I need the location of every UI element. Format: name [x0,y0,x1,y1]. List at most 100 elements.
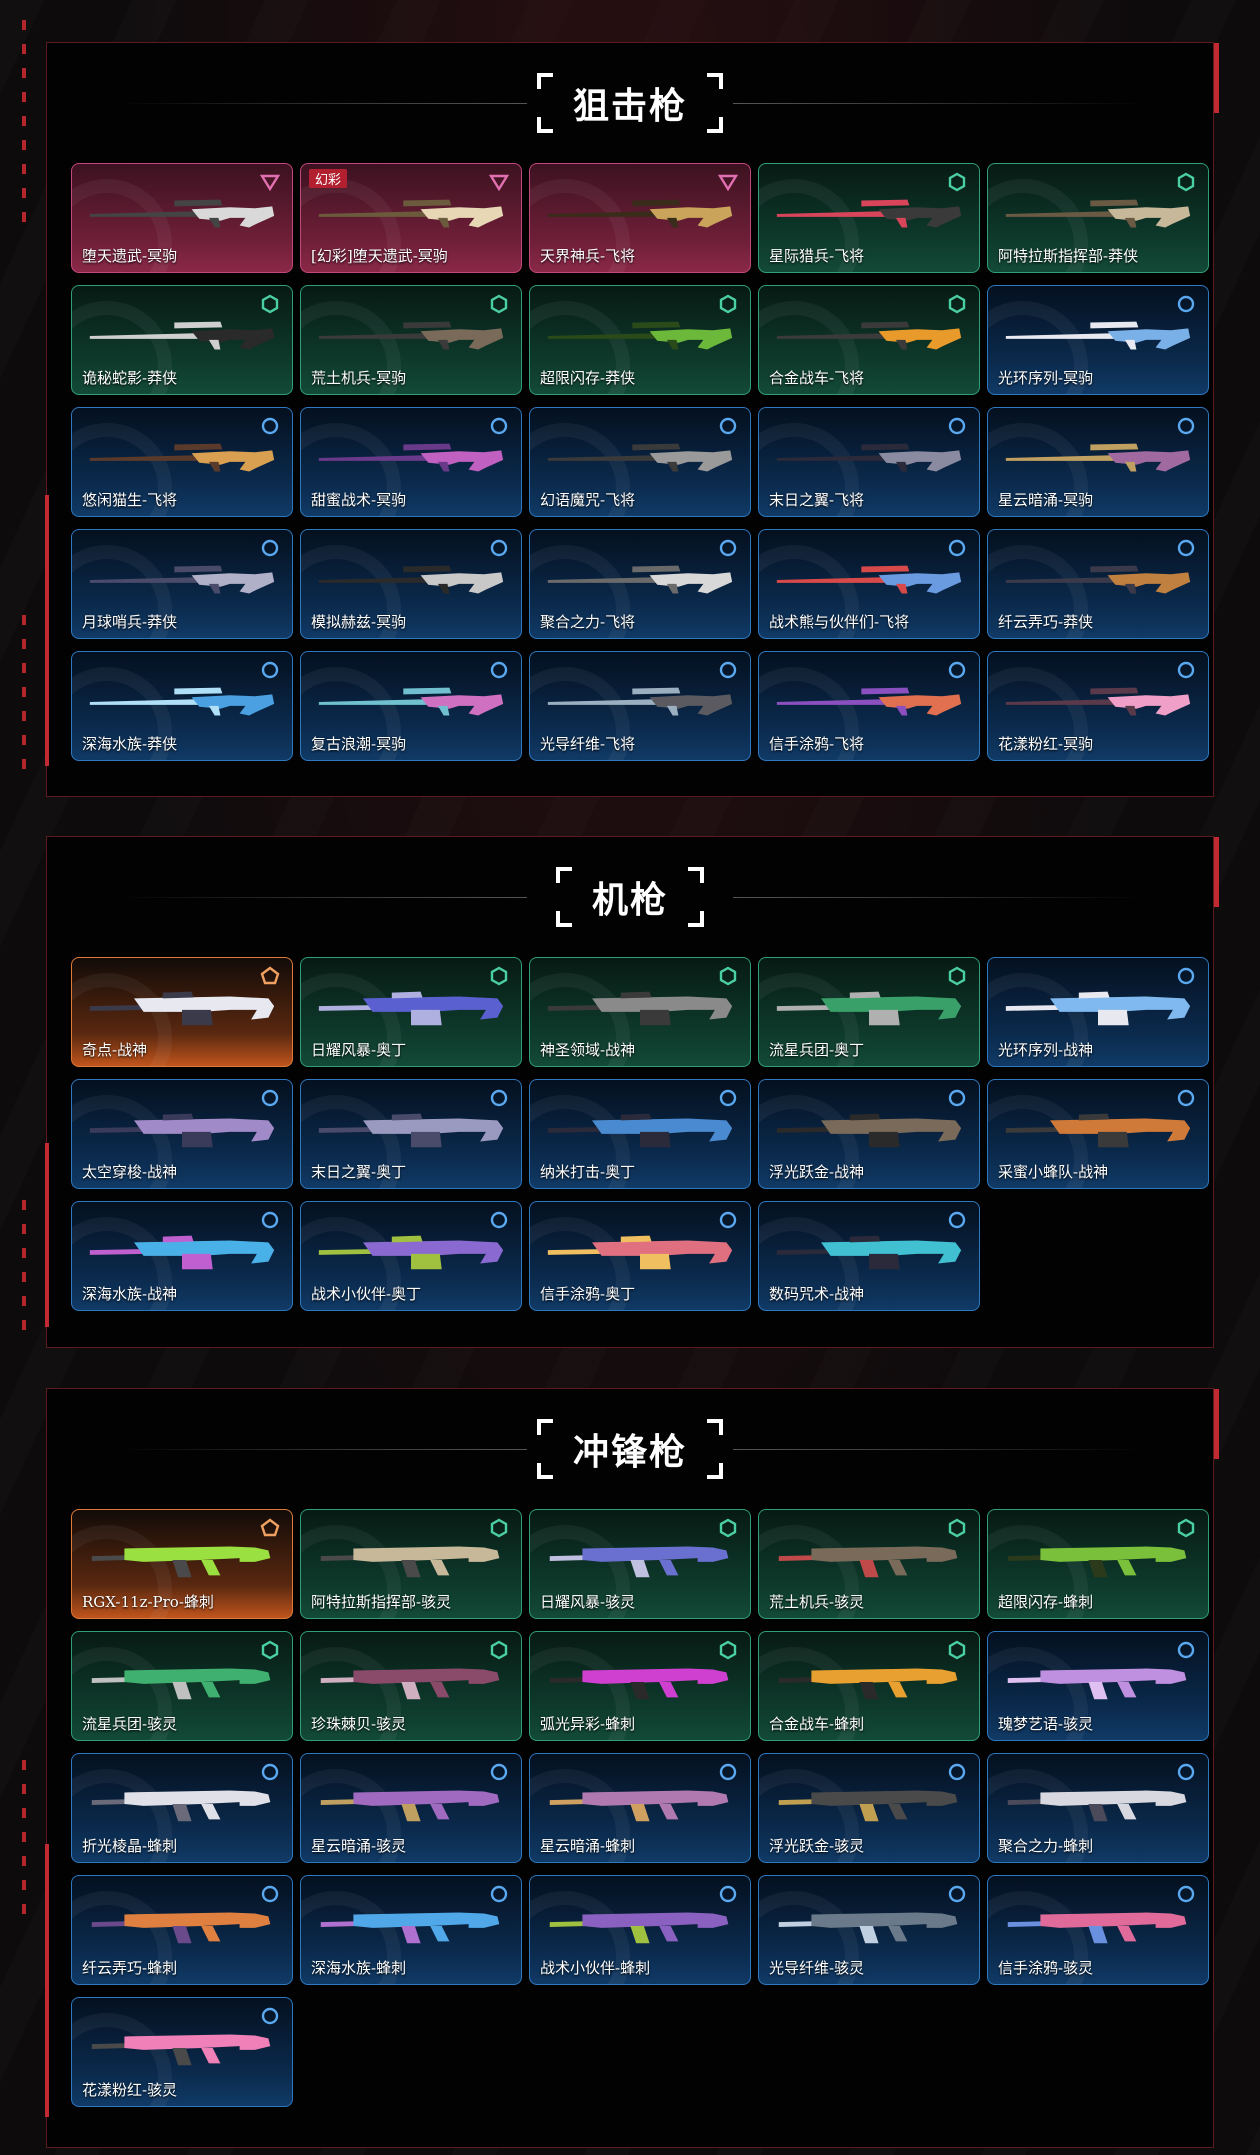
skin-card[interactable]: 星云暗涌-冥驹 [987,407,1209,517]
skin-name: 弧光异彩-蜂刺 [540,1715,636,1733]
weapon-image [544,194,736,234]
circle-icon [260,1762,280,1782]
skin-card[interactable]: 天界神兵-飞将 [529,163,751,273]
skin-card[interactable]: 光导纤维-飞将 [529,651,751,761]
weapon-image [773,194,965,234]
weapon-image [544,1540,736,1580]
skin-name: 信手涂鸦-飞将 [769,735,865,753]
skin-card[interactable]: 末日之翼-飞将 [758,407,980,517]
skin-card[interactable]: RGX-11z-Pro-蜂刺 [71,1509,293,1619]
circle-icon [947,1210,967,1230]
weapon-image [86,316,278,356]
skin-card[interactable]: 幻语魔咒-飞将 [529,407,751,517]
skin-card[interactable]: 幻彩[幻彩]堕天遗武-冥驹 [300,163,522,273]
skin-card[interactable]: 光导纤维-骇灵 [758,1875,980,1985]
skin-card[interactable]: 纳米打击-奥丁 [529,1079,751,1189]
skin-card[interactable]: 流星兵团-骇灵 [71,1631,293,1741]
weapon-image [1002,1662,1194,1702]
skin-card[interactable]: 深海水族-战神 [71,1201,293,1311]
skin-name: 信手涂鸦-骇灵 [998,1959,1094,1977]
weapon-image [315,1784,507,1824]
weapon-image [773,438,965,478]
skin-name: 甜蜜战术-冥驹 [311,491,407,509]
skin-card[interactable]: 超限闪存-莽侠 [529,285,751,395]
section-sniper: 狙击枪 堕天遗武-冥驹幻彩[幻彩]堕天遗武-冥驹天界神兵-飞将星际猎兵-飞将阿特… [45,42,1219,797]
skin-name: 光环序列-冥驹 [998,369,1094,387]
weapon-image [86,1784,278,1824]
skin-card[interactable]: 合金战车-飞将 [758,285,980,395]
skin-card[interactable]: 战术小伙伴-奥丁 [300,1201,522,1311]
skin-card[interactable]: 太空穿梭-战神 [71,1079,293,1189]
skin-card[interactable]: 月球哨兵-莽侠 [71,529,293,639]
title-frame: 狙击枪 [536,73,723,133]
skin-card[interactable]: 荒土机兵-冥驹 [300,285,522,395]
skin-card[interactable]: 阿特拉斯指挥部-骇灵 [300,1509,522,1619]
skin-card[interactable]: 战术小伙伴-蜂刺 [529,1875,751,1985]
skin-card[interactable]: 诡秘蛇影-莽侠 [71,285,293,395]
skin-card[interactable]: 聚合之力-飞将 [529,529,751,639]
skin-card[interactable]: 花漾粉红-骇灵 [71,1997,293,2107]
skin-card[interactable]: 花漾粉红-冥驹 [987,651,1209,761]
skin-name: 纤云弄巧-蜂刺 [82,1959,178,1977]
circle-icon [489,660,509,680]
skin-card[interactable]: 星云暗涌-蜂刺 [529,1753,751,1863]
skin-card[interactable]: 浮光跃金-战神 [758,1079,980,1189]
circle-icon [489,1762,509,1782]
skin-card[interactable]: 深海水族-莽侠 [71,651,293,761]
skin-name: 流星兵团-奥丁 [769,1041,865,1059]
skin-card[interactable]: 聚合之力-蜂刺 [987,1753,1209,1863]
circle-icon [260,1088,280,1108]
weapon-image [1002,316,1194,356]
skin-card[interactable]: 星际猎兵-飞将 [758,163,980,273]
skin-card[interactable]: 堕天遗武-冥驹 [71,163,293,273]
skin-card[interactable]: 神圣领域-战神 [529,957,751,1067]
skin-card[interactable]: 悠闲猫生-飞将 [71,407,293,517]
skin-name: 战术熊与伙伴们-飞将 [769,613,910,631]
skin-card[interactable]: 信手涂鸦-奥丁 [529,1201,751,1311]
circle-icon [718,416,738,436]
skin-card[interactable]: 光环序列-冥驹 [987,285,1209,395]
skin-card[interactable]: 采蜜小蜂队-战神 [987,1079,1209,1189]
skin-card[interactable]: 纤云弄巧-莽侠 [987,529,1209,639]
skin-card[interactable]: 复古浪潮-冥驹 [300,651,522,761]
hex-icon [718,966,738,986]
weapon-image [1002,1540,1194,1580]
hex-icon [718,1518,738,1538]
skin-card[interactable]: 数码咒术-战神 [758,1201,980,1311]
skin-card[interactable]: 瑰梦艺语-骇灵 [987,1631,1209,1741]
skin-card[interactable]: 深海水族-蜂刺 [300,1875,522,1985]
weapon-image [315,682,507,722]
hex-icon [260,294,280,314]
skin-card[interactable]: 甜蜜战术-冥驹 [300,407,522,517]
skin-name: 阿特拉斯指挥部-骇灵 [311,1593,452,1611]
skin-card[interactable]: 奇点-战神 [71,957,293,1067]
skin-card[interactable]: 末日之翼-奥丁 [300,1079,522,1189]
skin-card[interactable]: 折光棱晶-蜂刺 [71,1753,293,1863]
skin-card[interactable]: 战术熊与伙伴们-飞将 [758,529,980,639]
circle-icon [947,1884,967,1904]
skin-card[interactable]: 信手涂鸦-骇灵 [987,1875,1209,1985]
skin-name: 神圣领域-战神 [540,1041,636,1059]
weapon-image [86,988,278,1028]
skin-card[interactable]: 星云暗涌-骇灵 [300,1753,522,1863]
skin-card[interactable]: 合金战车-蜂刺 [758,1631,980,1741]
skin-card[interactable]: 浮光跃金-骇灵 [758,1753,980,1863]
skin-card[interactable]: 超限闪存-蜂刺 [987,1509,1209,1619]
skin-card[interactable]: 珍珠棘贝-骇灵 [300,1631,522,1741]
left-deco-bottom [22,1760,28,1928]
hex-icon [947,1640,967,1660]
skin-card[interactable]: 模拟赫兹-冥驹 [300,529,522,639]
weapon-image [86,1662,278,1702]
weapon-image [1002,438,1194,478]
skin-card[interactable]: 日耀风暴-骇灵 [529,1509,751,1619]
skin-card[interactable]: 流星兵团-奥丁 [758,957,980,1067]
skin-card[interactable]: 日耀风暴-奥丁 [300,957,522,1067]
skin-card[interactable]: 弧光异彩-蜂刺 [529,1631,751,1741]
weapon-image [773,1110,965,1150]
skin-card[interactable]: 纤云弄巧-蜂刺 [71,1875,293,1985]
skin-card[interactable]: 信手涂鸦-飞将 [758,651,980,761]
section-smg: 冲锋枪 RGX-11z-Pro-蜂刺阿特拉斯指挥部-骇灵日耀风暴-骇灵荒土机兵-… [45,1388,1219,2148]
skin-card[interactable]: 荒土机兵-骇灵 [758,1509,980,1619]
skin-card[interactable]: 阿特拉斯指挥部-莽侠 [987,163,1209,273]
skin-card[interactable]: 光环序列-战神 [987,957,1209,1067]
